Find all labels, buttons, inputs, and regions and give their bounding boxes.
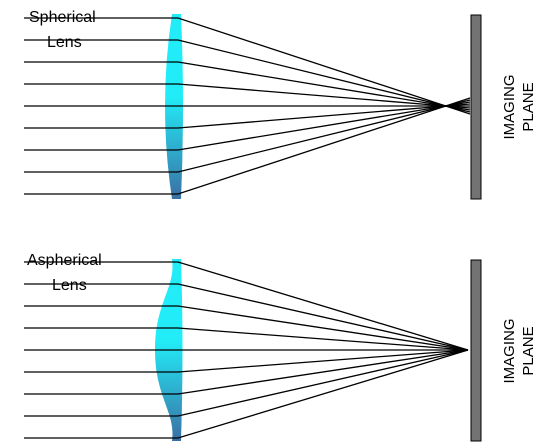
spherical-lens-label-line2: Lens [47, 34, 82, 51]
aspherical-ray-7 [24, 349, 469, 395]
aspherical-ray-6 [24, 349, 469, 373]
spherical-ray-2 [24, 39, 471, 113]
spherical-diagram: Spherical Lens IMAGING PLANE [24, 9, 537, 200]
aspherical-ray-2 [24, 283, 469, 351]
aspherical-imaging-plane [470, 259, 482, 442]
spherical-lens-label-line1: Spherical [29, 9, 96, 26]
aspherical-ray-4 [24, 327, 469, 351]
aspherical-ray-8 [24, 349, 469, 417]
aspherical-diagram: Aspherical Lens IMAGING PLANE [24, 252, 537, 442]
aspherical-ray-9 [24, 349, 469, 439]
spherical-ray-3 [24, 61, 471, 111]
spherical-ray-8 [24, 99, 471, 173]
spherical-plane-label-line2: PLANE [520, 82, 537, 131]
aspherical-lens-label-line2: Lens [52, 277, 87, 294]
aspherical-lens-label-line1: Aspherical [27, 252, 102, 269]
spherical-ray-4 [24, 83, 471, 109]
spherical-rays [24, 17, 471, 195]
spherical-imaging-plane [470, 14, 482, 200]
spherical-ray-6 [24, 103, 471, 129]
spherical-ray-1 [24, 17, 471, 115]
spherical-ray-7 [24, 101, 471, 151]
aspherical-ray-3 [24, 305, 469, 351]
aspherical-plane-label-line1: IMAGING [501, 318, 518, 383]
spherical-plane-label-line1: IMAGING [501, 74, 518, 139]
aspherical-plane-label-line2: PLANE [520, 326, 537, 375]
spherical-ray-9 [24, 97, 471, 195]
aspherical-rays [24, 261, 469, 439]
aspherical-ray-1 [24, 261, 469, 351]
